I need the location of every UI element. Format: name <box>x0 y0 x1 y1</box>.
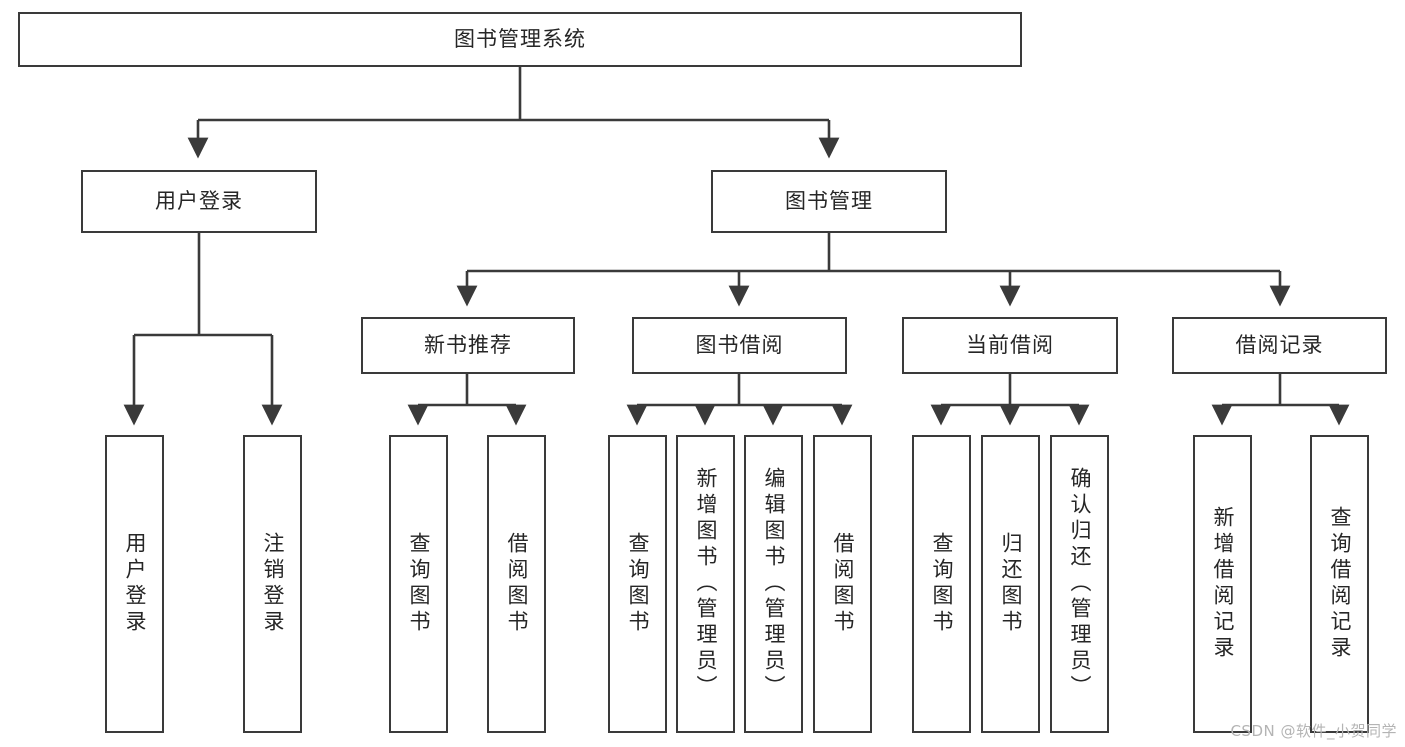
node-leaf-logout[interactable]: 注销登录 <box>243 435 302 733</box>
node-leaf-query-book-3[interactable]: 查询图书 <box>912 435 971 733</box>
node-leaf-query-book-1-label: 查询图书 <box>407 532 432 636</box>
node-leaf-confirm-return-label: 确认归还（管理员） <box>1068 467 1093 701</box>
node-leaf-confirm-return[interactable]: 确认归还（管理员） <box>1050 435 1109 733</box>
node-leaf-borrow-book-2-label: 借阅图书 <box>831 532 856 636</box>
node-leaf-user-login-label: 用户登录 <box>123 532 148 636</box>
node-leaf-borrow-book-2[interactable]: 借阅图书 <box>813 435 872 733</box>
node-root-label: 图书管理系统 <box>454 26 586 51</box>
node-current-borrow[interactable]: 当前借阅 <box>902 317 1118 374</box>
node-user-login-label: 用户登录 <box>155 188 243 213</box>
node-leaf-logout-label: 注销登录 <box>261 532 286 636</box>
node-borrow-record-label: 借阅记录 <box>1235 332 1324 357</box>
node-leaf-borrow-book-1[interactable]: 借阅图书 <box>487 435 546 733</box>
node-leaf-add-record-label: 新增借阅记录 <box>1211 506 1236 662</box>
node-user-login[interactable]: 用户登录 <box>81 170 317 233</box>
node-leaf-add-record[interactable]: 新增借阅记录 <box>1193 435 1252 733</box>
node-root[interactable]: 图书管理系统 <box>18 12 1022 67</box>
node-book-borrow-label: 图书借阅 <box>695 332 784 357</box>
node-leaf-user-login[interactable]: 用户登录 <box>105 435 164 733</box>
node-leaf-query-record[interactable]: 查询借阅记录 <box>1310 435 1369 733</box>
node-leaf-query-book-2[interactable]: 查询图书 <box>608 435 667 733</box>
node-leaf-add-book-label: 新增图书（管理员） <box>694 467 719 701</box>
node-leaf-add-book[interactable]: 新增图书（管理员） <box>676 435 735 733</box>
node-leaf-borrow-book-1-label: 借阅图书 <box>505 532 530 636</box>
node-leaf-query-book-3-label: 查询图书 <box>930 532 955 636</box>
node-leaf-query-record-label: 查询借阅记录 <box>1328 506 1353 662</box>
node-borrow-record[interactable]: 借阅记录 <box>1172 317 1387 374</box>
node-leaf-query-book-2-label: 查询图书 <box>626 532 651 636</box>
node-book-manage-label: 图书管理 <box>785 188 873 213</box>
node-leaf-return-book[interactable]: 归还图书 <box>981 435 1040 733</box>
node-book-borrow[interactable]: 图书借阅 <box>632 317 847 374</box>
node-new-book-recommend-label: 新书推荐 <box>424 332 512 357</box>
node-leaf-edit-book-label: 编辑图书（管理员） <box>762 467 787 701</box>
node-leaf-edit-book[interactable]: 编辑图书（管理员） <box>744 435 803 733</box>
node-book-manage[interactable]: 图书管理 <box>711 170 947 233</box>
node-leaf-query-book-1[interactable]: 查询图书 <box>389 435 448 733</box>
node-leaf-return-book-label: 归还图书 <box>999 532 1024 636</box>
node-current-borrow-label: 当前借阅 <box>966 332 1054 357</box>
node-new-book-recommend[interactable]: 新书推荐 <box>361 317 575 374</box>
